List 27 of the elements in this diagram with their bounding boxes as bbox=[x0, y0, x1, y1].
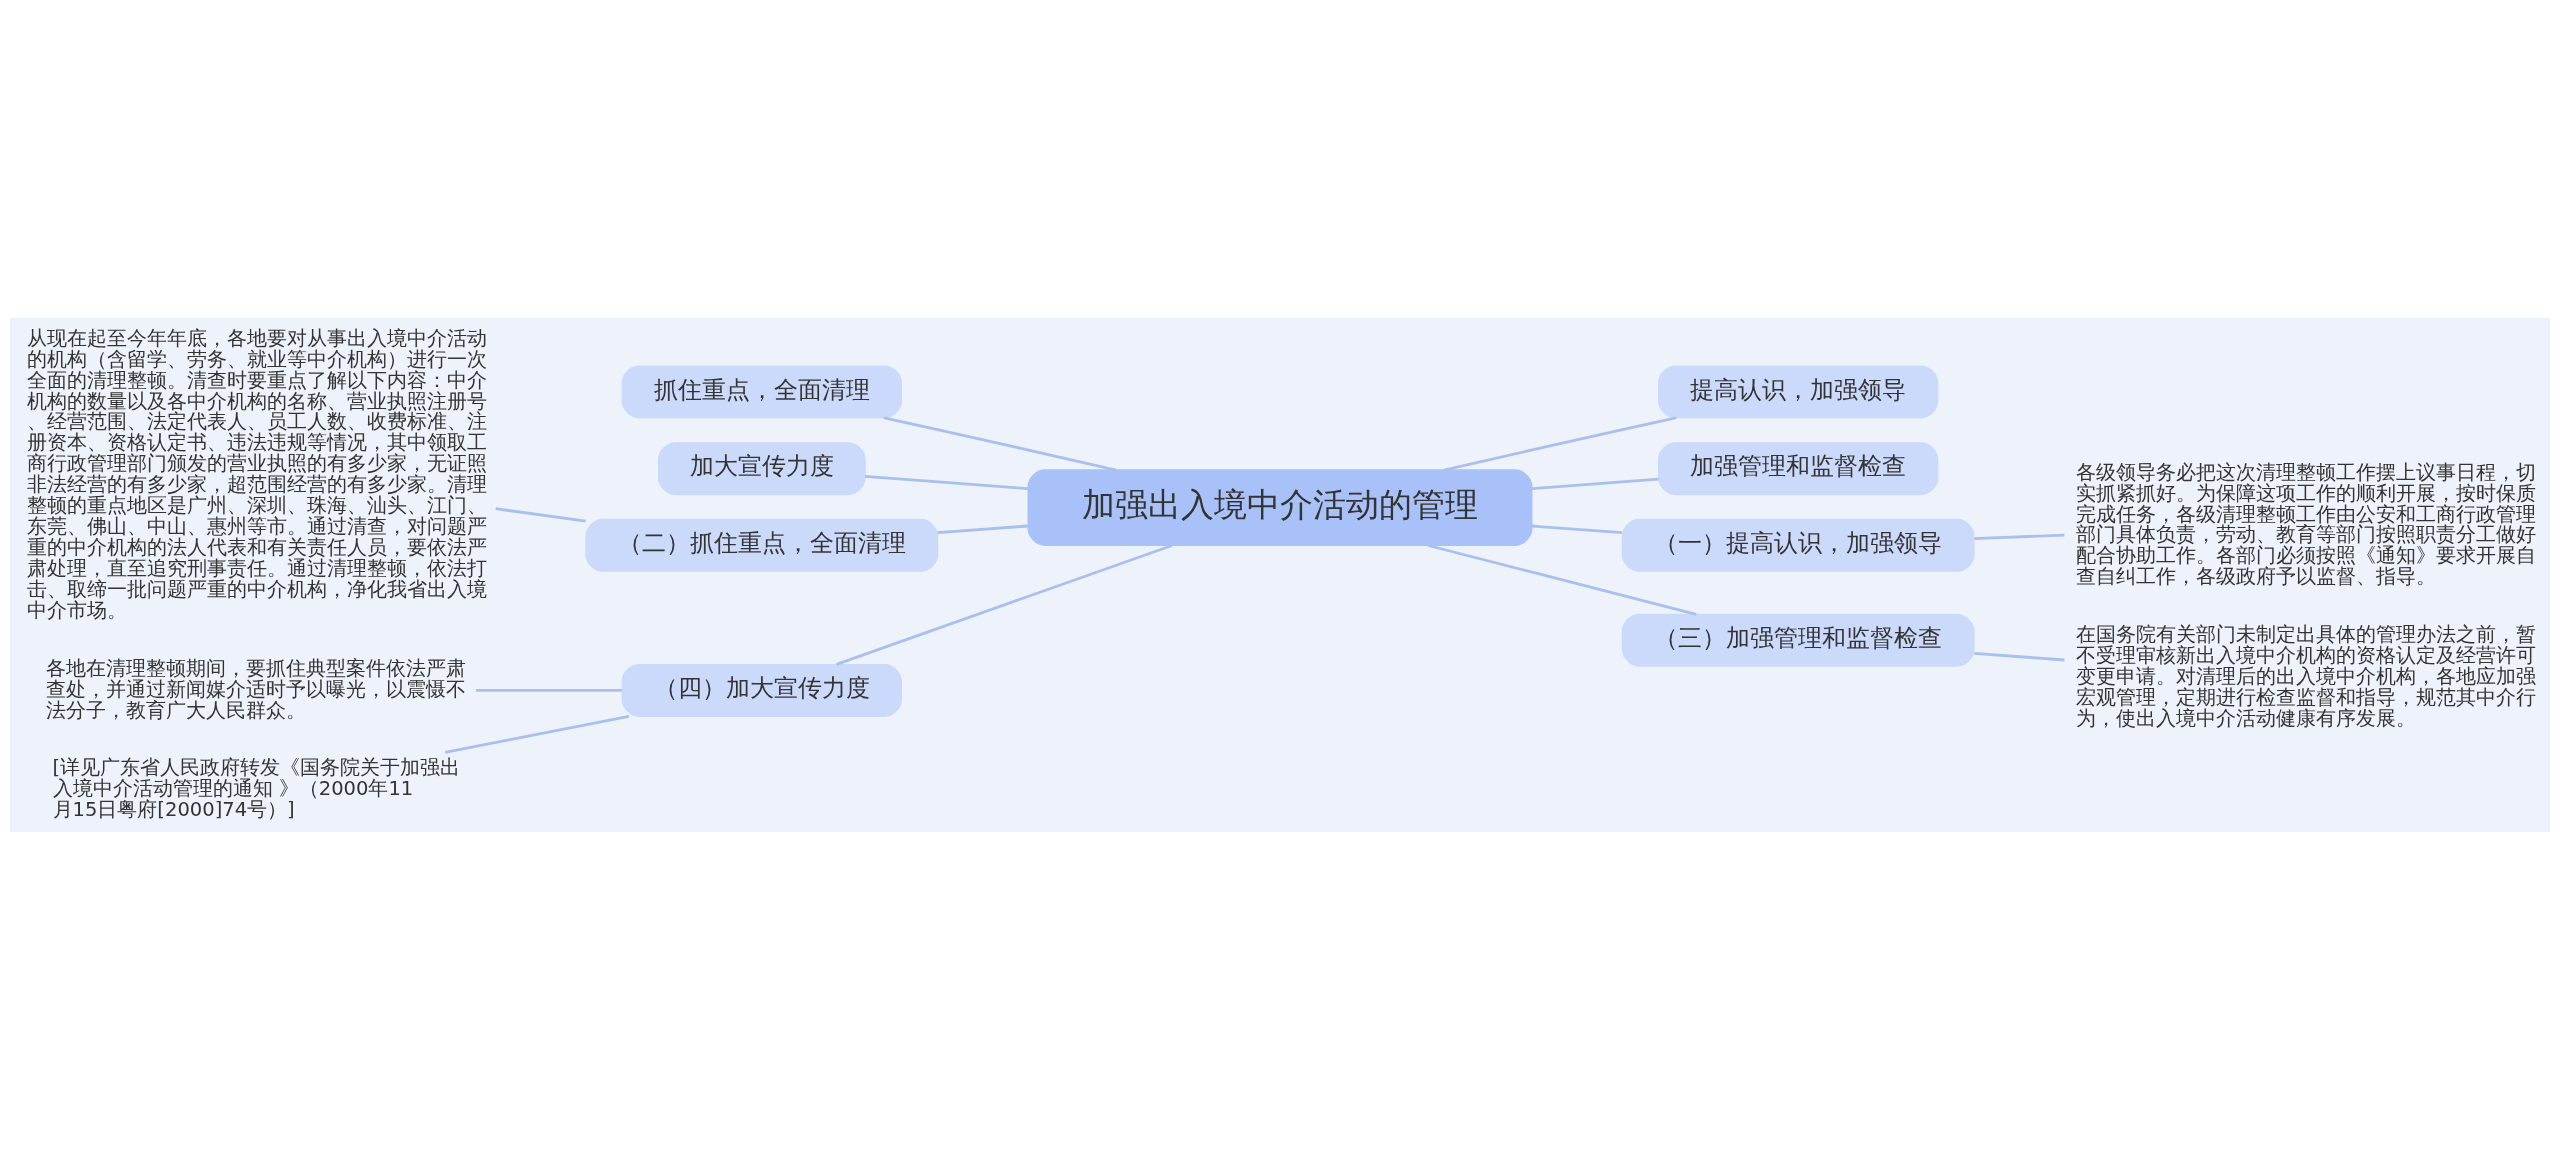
node-box: （二）抓住重点，全面清理 bbox=[585, 518, 939, 572]
connector bbox=[1974, 533, 2065, 540]
connector bbox=[883, 416, 1117, 472]
node-box: 加强管理和监督检查 bbox=[1658, 442, 1939, 496]
node-box: 加强出入境中介活动的管理 bbox=[1027, 469, 1533, 547]
connector bbox=[937, 524, 1028, 534]
connector bbox=[1428, 544, 1697, 616]
connector bbox=[444, 714, 630, 754]
node-text: 在国务院有关部门未制定出具体的管理办法之前，暂不受理审核新出入境中介机构的资格认定及经营许可变更申请。对清理后的出入境中介机构，各地应加强宏观管理，定期进行检查监督和指导，规范其中介行为，使出入境中介活动健康有序发展。 bbox=[2075, 623, 2536, 730]
node-box: 抓住重点，全面清理 bbox=[621, 365, 902, 419]
connector bbox=[836, 544, 1173, 666]
node-text: 各地在清理整顿期间，要抓住典型案件依法严肃查处，并通过新闻媒介适时予以曝光，以震慑不法分子，教育广大人民群众。 bbox=[46, 656, 467, 722]
node-box: 加大宣传力度 bbox=[657, 442, 866, 496]
connector bbox=[1974, 651, 2065, 662]
connector bbox=[1443, 416, 1677, 472]
node-text: 从现在起至今年年底，各地要对从事出入境中介活动的机构（含留学、劳务、就业等中介机构）进行一次全面的清理整顿。清查时要重点了解以下内容：中介机构的数量以及各中介机构的名称、营业执照注册号、经营范围、法定代表人、员工人数、收费标准、注册资本、资格认定书、违法违规等情况，其中领取工商行政管理部门颁发的营业执照的有多少家，无证照非法经营的有多少家，超范围经营的有多少家。清理整顿的重点地区是广州、深圳、珠海、汕头、江门、东莞、佛山、中山、惠州等市。通过清查，对问题严重的中介机构的法人代表和有关责任人员，要依法严肃处理，直至追究刑事责任。通过清理整顿，依法打击、取缔一批问题严重的中介机构，净化我省出入境中介市场。 bbox=[26, 326, 487, 622]
node-box: （一）提高认识，加强领导 bbox=[1621, 518, 1975, 572]
node-text: [详见广东省人民政府转发《国务院关于加强出入境中介活动管理的通知 》（2000年11月15日粤府[2000]74号）] bbox=[52, 755, 461, 821]
connector bbox=[1531, 477, 1659, 491]
node-text: 各级领导务必把这次清理整顿工作摆上议事日程，切实抓紧抓好。为保障这项工作的顺利开展，按时保质完成任务，各级清理整顿工作由公安和工商行政管理部门具体负责，劳动、教育等部门按照职责分工做好配合协助工作。各部门必须按照《通知》要求开展自查自纠工作，各级政府予以监督、指导。 bbox=[2075, 460, 2536, 589]
node-box: 提高认识，加强领导 bbox=[1658, 365, 1939, 419]
node-box: （四）加大宣传力度 bbox=[621, 663, 902, 717]
connector bbox=[864, 474, 1029, 491]
node-box: （三）加强管理和监督检查 bbox=[1621, 613, 1975, 667]
connector bbox=[1531, 524, 1623, 534]
connector bbox=[475, 689, 622, 692]
connector bbox=[495, 507, 586, 523]
